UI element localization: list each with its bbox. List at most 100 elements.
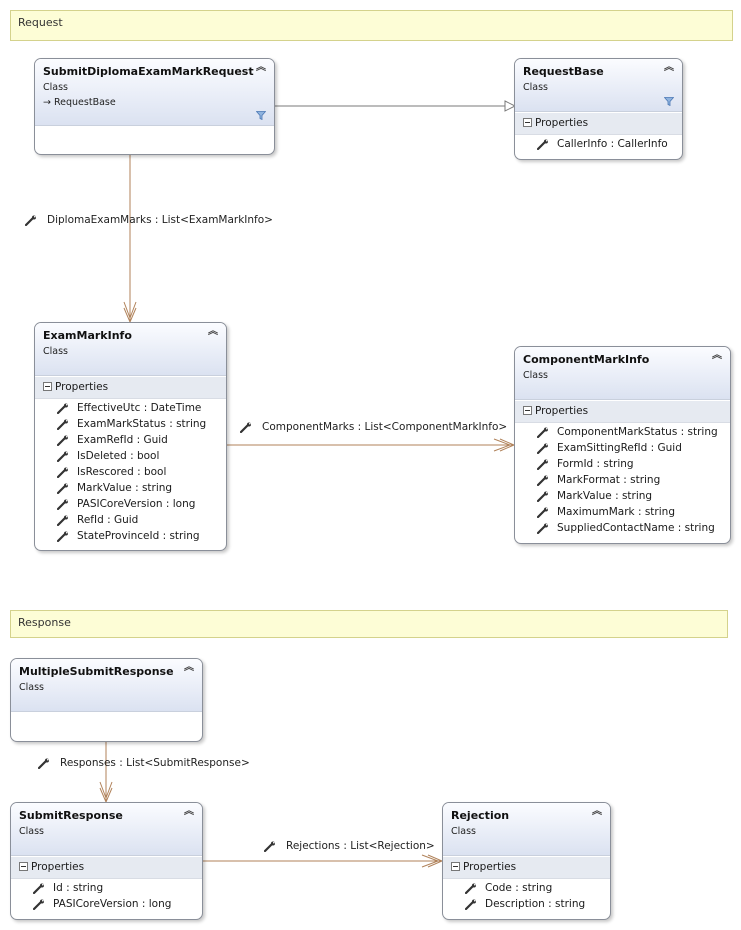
class-kind: Class <box>43 82 68 93</box>
collapse-icon[interactable]: ︽ <box>592 806 602 817</box>
wrench-icon <box>57 499 68 510</box>
class-kind: Class <box>451 826 476 837</box>
compartment-label: Properties <box>535 117 589 129</box>
property-text: FormId : string <box>557 458 634 470</box>
class-name: RequestBase <box>523 65 604 78</box>
filter-icon[interactable] <box>256 111 266 120</box>
association-label-responses[interactable]: Responses : List<SubmitResponse> <box>38 757 268 772</box>
section-response-label: Response <box>18 616 71 629</box>
compartment-label: Properties <box>535 405 589 417</box>
class-name: ComponentMarkInfo <box>523 353 650 366</box>
filter-icon[interactable] <box>664 97 674 106</box>
property-text: CallerInfo : CallerInfo <box>557 138 668 150</box>
class-name: SubmitDiplomaExamMarkRequest <box>43 65 254 78</box>
association-connector-diploma-exam-marks <box>123 155 137 324</box>
class-request-base[interactable]: RequestBase Class ︽ Properties CallerInf… <box>514 58 683 160</box>
class-kind: Class <box>19 682 44 693</box>
class-kind: Class <box>19 826 44 837</box>
wrench-icon <box>57 515 68 526</box>
wrench-icon <box>537 427 548 438</box>
compartment-label: Properties <box>31 861 85 873</box>
wrench-icon <box>57 531 68 542</box>
class-kind: Class <box>43 346 68 357</box>
wrench-icon <box>240 422 251 433</box>
properties-compartment: Properties <box>11 857 202 879</box>
class-submit-response[interactable]: SubmitResponse Class ︽ Properties Id : s… <box>10 802 203 920</box>
association-text: Responses : List<SubmitResponse> <box>60 757 250 769</box>
wrench-icon <box>57 467 68 478</box>
wrench-icon <box>33 883 44 894</box>
wrench-icon <box>38 758 49 769</box>
class-header: SubmitDiplomaExamMarkRequest Class → Req… <box>35 59 274 126</box>
minus-box-icon[interactable] <box>451 862 460 871</box>
section-request: Request <box>10 10 733 41</box>
association-label-rejections[interactable]: Rejections : List<Rejection> <box>264 840 444 855</box>
class-exam-mark-info[interactable]: ExamMarkInfo Class ︽ Properties Effectiv… <box>34 322 227 551</box>
wrench-icon <box>264 841 275 852</box>
wrench-icon <box>537 443 548 454</box>
class-submit-diploma-exam-mark-request[interactable]: SubmitDiplomaExamMarkRequest Class → Req… <box>34 58 275 155</box>
wrench-icon <box>537 523 548 534</box>
property-text: IsDeleted : bool <box>77 450 160 462</box>
association-connector-component-marks <box>227 438 516 452</box>
property-text: ComponentMarkStatus : string <box>557 426 718 438</box>
class-header: RequestBase Class ︽ <box>515 59 682 112</box>
section-request-label: Request <box>18 16 63 29</box>
minus-box-icon[interactable] <box>19 862 28 871</box>
class-name: Rejection <box>451 809 510 822</box>
property-text: PASICoreVersion : long <box>77 498 196 510</box>
collapse-icon[interactable]: ︽ <box>208 326 218 337</box>
base-class-reference: → RequestBase <box>43 97 116 108</box>
association-label-diploma-exam-marks[interactable]: DiplomaExamMarks : List<ExamMarkInfo> <box>25 214 285 229</box>
collapse-icon[interactable]: ︽ <box>712 350 722 361</box>
class-header: MultipleSubmitResponse Class ︽ <box>11 659 202 712</box>
property-text: MarkValue : string <box>557 490 653 502</box>
compartment-label: Properties <box>55 381 109 393</box>
minus-box-icon[interactable] <box>523 118 532 127</box>
class-multiple-submit-response[interactable]: MultipleSubmitResponse Class ︽ <box>10 658 203 742</box>
collapse-icon[interactable]: ︽ <box>256 62 266 73</box>
property-text: MarkFormat : string <box>557 474 661 486</box>
minus-box-icon[interactable] <box>43 382 52 391</box>
properties-compartment: Properties <box>35 377 226 399</box>
properties-compartment: Properties <box>515 401 730 423</box>
wrench-icon <box>25 215 36 226</box>
property-text: IsRescored : bool <box>77 466 167 478</box>
association-label-component-marks[interactable]: ComponentMarks : List<ComponentMarkInfo> <box>240 421 510 436</box>
property-text: Description : string <box>485 898 586 910</box>
wrench-icon <box>465 883 476 894</box>
property-text: RefId : Guid <box>77 514 139 526</box>
wrench-icon <box>537 475 548 486</box>
properties-compartment: Properties <box>443 857 610 879</box>
class-header: ExamMarkInfo Class ︽ <box>35 323 226 376</box>
class-name: MultipleSubmitResponse <box>19 665 174 678</box>
collapse-icon[interactable]: ︽ <box>184 662 194 673</box>
class-rejection[interactable]: Rejection Class ︽ Properties Code : stri… <box>442 802 611 920</box>
class-component-mark-info[interactable]: ComponentMarkInfo Class ︽ Properties Com… <box>514 346 731 544</box>
wrench-icon <box>57 403 68 414</box>
wrench-icon <box>537 507 548 518</box>
wrench-icon <box>465 899 476 910</box>
wrench-icon <box>57 435 68 446</box>
wrench-icon <box>57 483 68 494</box>
association-connector-responses <box>99 742 113 804</box>
collapse-icon[interactable]: ︽ <box>664 62 674 73</box>
property-text: ExamSittingRefId : Guid <box>557 442 682 454</box>
association-text: DiplomaExamMarks : List<ExamMarkInfo> <box>47 214 273 226</box>
wrench-icon <box>57 419 68 430</box>
property-text: MarkValue : string <box>77 482 173 494</box>
class-kind: Class <box>523 370 548 381</box>
class-kind: Class <box>523 82 548 93</box>
property-text: ExamMarkStatus : string <box>77 418 207 430</box>
collapse-icon[interactable]: ︽ <box>184 806 194 817</box>
property-text: ExamRefId : Guid <box>77 434 168 446</box>
minus-box-icon[interactable] <box>523 406 532 415</box>
property-text: StateProvinceId : string <box>77 530 200 542</box>
class-header: ComponentMarkInfo Class ︽ <box>515 347 730 400</box>
compartment-label: Properties <box>463 861 517 873</box>
class-name: ExamMarkInfo <box>43 329 132 342</box>
wrench-icon <box>537 491 548 502</box>
property-text: SuppliedContactName : string <box>557 522 715 534</box>
association-connector-rejections <box>203 854 444 868</box>
